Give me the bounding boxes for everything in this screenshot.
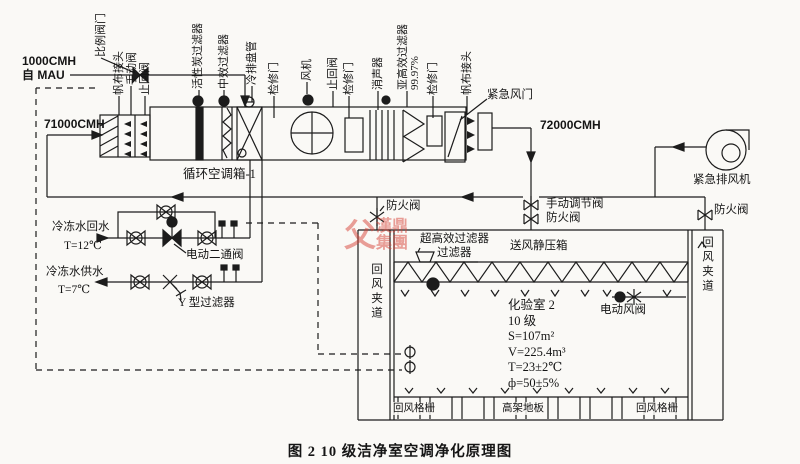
return-passage-left-label: 回风夹道 (370, 263, 382, 321)
filter-ceiling-truss (393, 260, 689, 284)
supply-duct (492, 127, 539, 230)
manual-valve-label: 手动调节阀 (546, 198, 604, 210)
uhepa-funnel-symbol (415, 247, 478, 291)
chw-return-label: 冷冻水回水 (52, 221, 110, 233)
y-strainer-symbol (162, 274, 187, 301)
two-way-valve-label: 电动二通阀 (186, 249, 244, 261)
canvas-connector (477, 112, 493, 151)
medium-filter (221, 107, 233, 160)
motor-damper-symbol (612, 289, 686, 305)
exhaust-fan-branch (654, 129, 750, 197)
plenum-label: 送风静压箱 (510, 240, 568, 252)
pipe-taps (221, 226, 235, 238)
exhaust-fan-symbol (705, 129, 750, 171)
label-access-door: 检修门 (268, 62, 280, 95)
makeup-flow-value: 1000CMH (22, 54, 77, 68)
room-pressure-sensors (404, 345, 416, 374)
room-humidity: ф=50±5% (508, 375, 560, 390)
globe-valve-symbol (197, 229, 217, 247)
damper-actuator-icon (192, 95, 204, 107)
ahu-name: 循环空调箱-1 (183, 167, 256, 181)
raised-floor-label: 高架地板 (502, 402, 544, 415)
damper-actuator-icon (218, 95, 230, 107)
silencer (369, 110, 395, 160)
return-duct (46, 130, 713, 230)
control-dashed-lines (35, 87, 402, 371)
fire-damper-symbol (523, 213, 539, 225)
exhaust-fan-label: 紧急排风机 (693, 174, 751, 186)
label-silencer: 消声器 (372, 57, 384, 90)
outlet-louvers (467, 117, 475, 153)
pipe-taps (223, 270, 237, 282)
label-proportional-valve: 比例阀门 (95, 13, 107, 57)
ahu-return-box (99, 114, 151, 158)
bypass-valve-symbol (156, 203, 176, 221)
fire-damper-symbol-right (697, 209, 713, 221)
room-temperature: T=23±2℃ (508, 360, 563, 374)
label-medium-filter: 中效过滤器 (218, 34, 230, 89)
return-grille-left-label: 回风格栅 (393, 402, 435, 415)
filter-label: 过滤器 (437, 247, 472, 259)
return-passage-right-label: 回风夹道 (701, 236, 713, 294)
room-name: 化验室 2 (508, 298, 555, 312)
figure-caption: 图 2 10 级洁净室空调净化原理图 (287, 444, 513, 460)
emergency-damper-label: 紧急风门 (487, 89, 533, 101)
fire-damper-mid-label: 防火阀 (546, 212, 581, 224)
electric-two-way-valve-symbol (162, 216, 187, 254)
access-door (426, 115, 443, 147)
return-flow-value: 71000CMH (44, 117, 105, 131)
cleanroom-box (357, 229, 724, 421)
globe-valve-symbol (130, 273, 150, 291)
motor-damper-label: 电动风阀 (600, 304, 646, 316)
supply-airflow-arrows (400, 289, 672, 298)
room-volume: V=225.4m³ (508, 344, 566, 359)
return-grille-right-label: 回风格栅 (636, 402, 678, 415)
fire-damper-symbol-left (369, 205, 385, 226)
label-access-door-3: 检修门 (427, 62, 439, 95)
chw-return-temp: T=12℃ (64, 240, 102, 252)
supply-flow-value: 72000CMH (540, 118, 601, 132)
access-door (344, 117, 364, 153)
label-check-valve: 止回阀 (139, 62, 151, 95)
y-strainer-label: Y 型过滤器 (178, 297, 235, 309)
manual-regulating-valve-symbol (523, 196, 539, 211)
supply-fan-symbol (290, 94, 334, 155)
label-canvas-connector: 帆布接头 (113, 51, 125, 95)
fire-damper-right-label: 防火阀 (714, 204, 749, 216)
left-channel-inner-wall (389, 230, 395, 420)
chw-supply-label: 冷冻水供水 (46, 266, 104, 278)
uhepa-label: 超高效过滤器 (420, 233, 489, 245)
makeup-flow-source: 自 MAU (22, 68, 65, 82)
gauge-icon (381, 95, 391, 105)
label-access-door-2: 检修门 (343, 62, 355, 95)
label-check-valve-2: 止回阀 (327, 57, 339, 90)
fire-damper-left-label: 防火阀 (386, 200, 421, 212)
label-cooling-coil: 冷排盘管 (246, 41, 258, 85)
label-fan: 风机 (301, 59, 313, 81)
globe-valve-symbol (126, 229, 146, 247)
label-carbon-filter: 活性炭过滤器 (192, 23, 204, 89)
label-canvas-connector-2: 帆布接头 (461, 51, 473, 95)
activated-carbon-filter (195, 106, 204, 161)
proportional-valve-symbol (139, 66, 149, 84)
chw-supply-temp: T=7℃ (58, 284, 91, 296)
ahu-main-box (149, 94, 493, 163)
right-channel-inner-wall (687, 230, 693, 420)
makeup-air-line (70, 57, 250, 108)
globe-valve-symbol (192, 273, 212, 291)
label-subhepa-efficiency: 99.97% (409, 56, 421, 90)
cooling-coil (236, 96, 263, 161)
emergency-damper-box (444, 98, 488, 163)
canvas-connector-hatch (99, 115, 119, 157)
damper-louvers (124, 121, 147, 157)
room-area: S=107m² (508, 329, 555, 343)
up-arrow (697, 240, 707, 249)
label-manual-valve: 手动阀 (126, 52, 138, 85)
hepa-filter-wedges (402, 109, 426, 163)
room-class: 10 级 (508, 313, 537, 328)
chilled-water-piping (94, 160, 263, 301)
room-spec-block: 化验室 2 10 级 S=107m² V=225.4m³ T=23±2℃ ф=5… (508, 298, 566, 391)
